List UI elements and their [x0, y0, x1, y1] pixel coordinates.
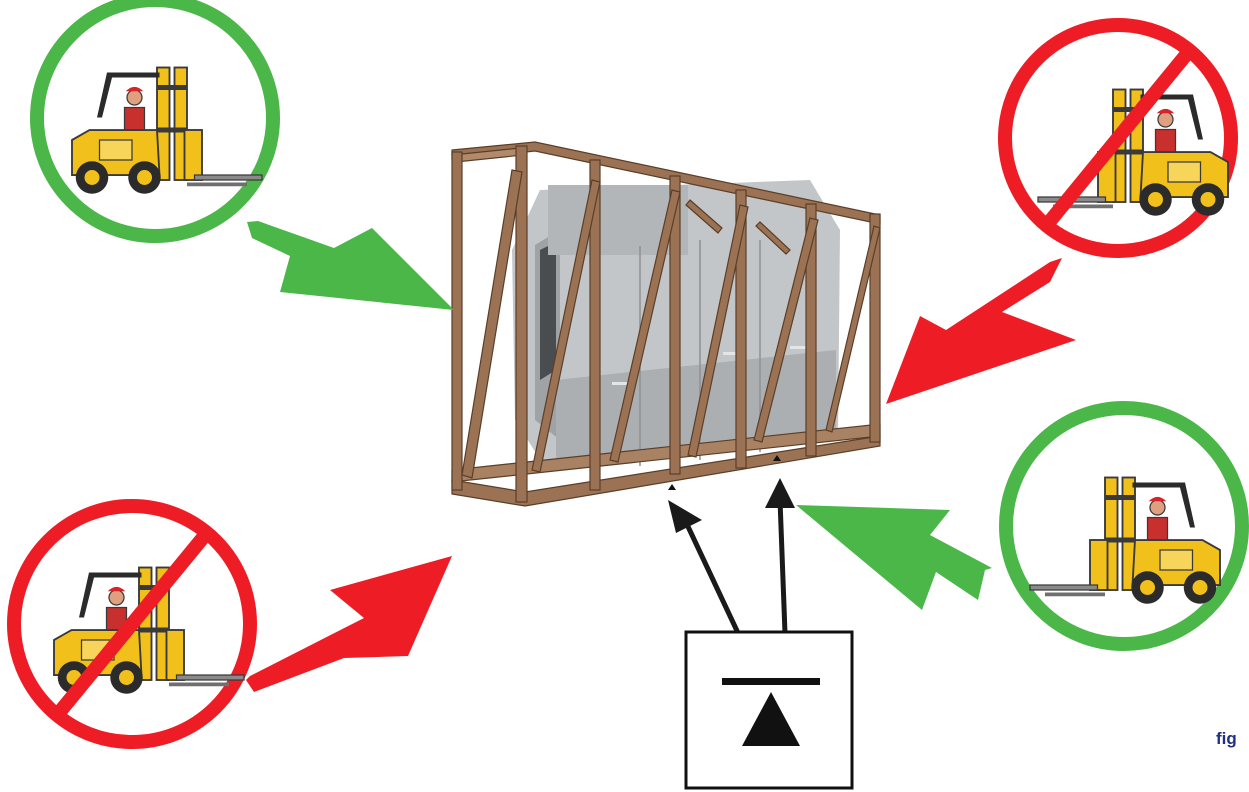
crated-machine [452, 142, 880, 506]
arrow-top-left-allowed [247, 221, 454, 310]
figure-label: fig [1216, 729, 1237, 749]
arrow-top-right-forbidden [886, 258, 1076, 404]
arrow-bottom-right-allowed [796, 505, 992, 610]
forklift-allowed-icon [1006, 408, 1242, 644]
forklift-forbidden-icon [14, 506, 250, 742]
forklift-forbidden-icon [1005, 25, 1231, 251]
forklift-allowed-icon [37, 0, 273, 236]
arrow-bottom-left-forbidden [246, 556, 452, 692]
lift-point-arrows [668, 478, 795, 633]
lift-point-symbol-icon [686, 632, 852, 788]
